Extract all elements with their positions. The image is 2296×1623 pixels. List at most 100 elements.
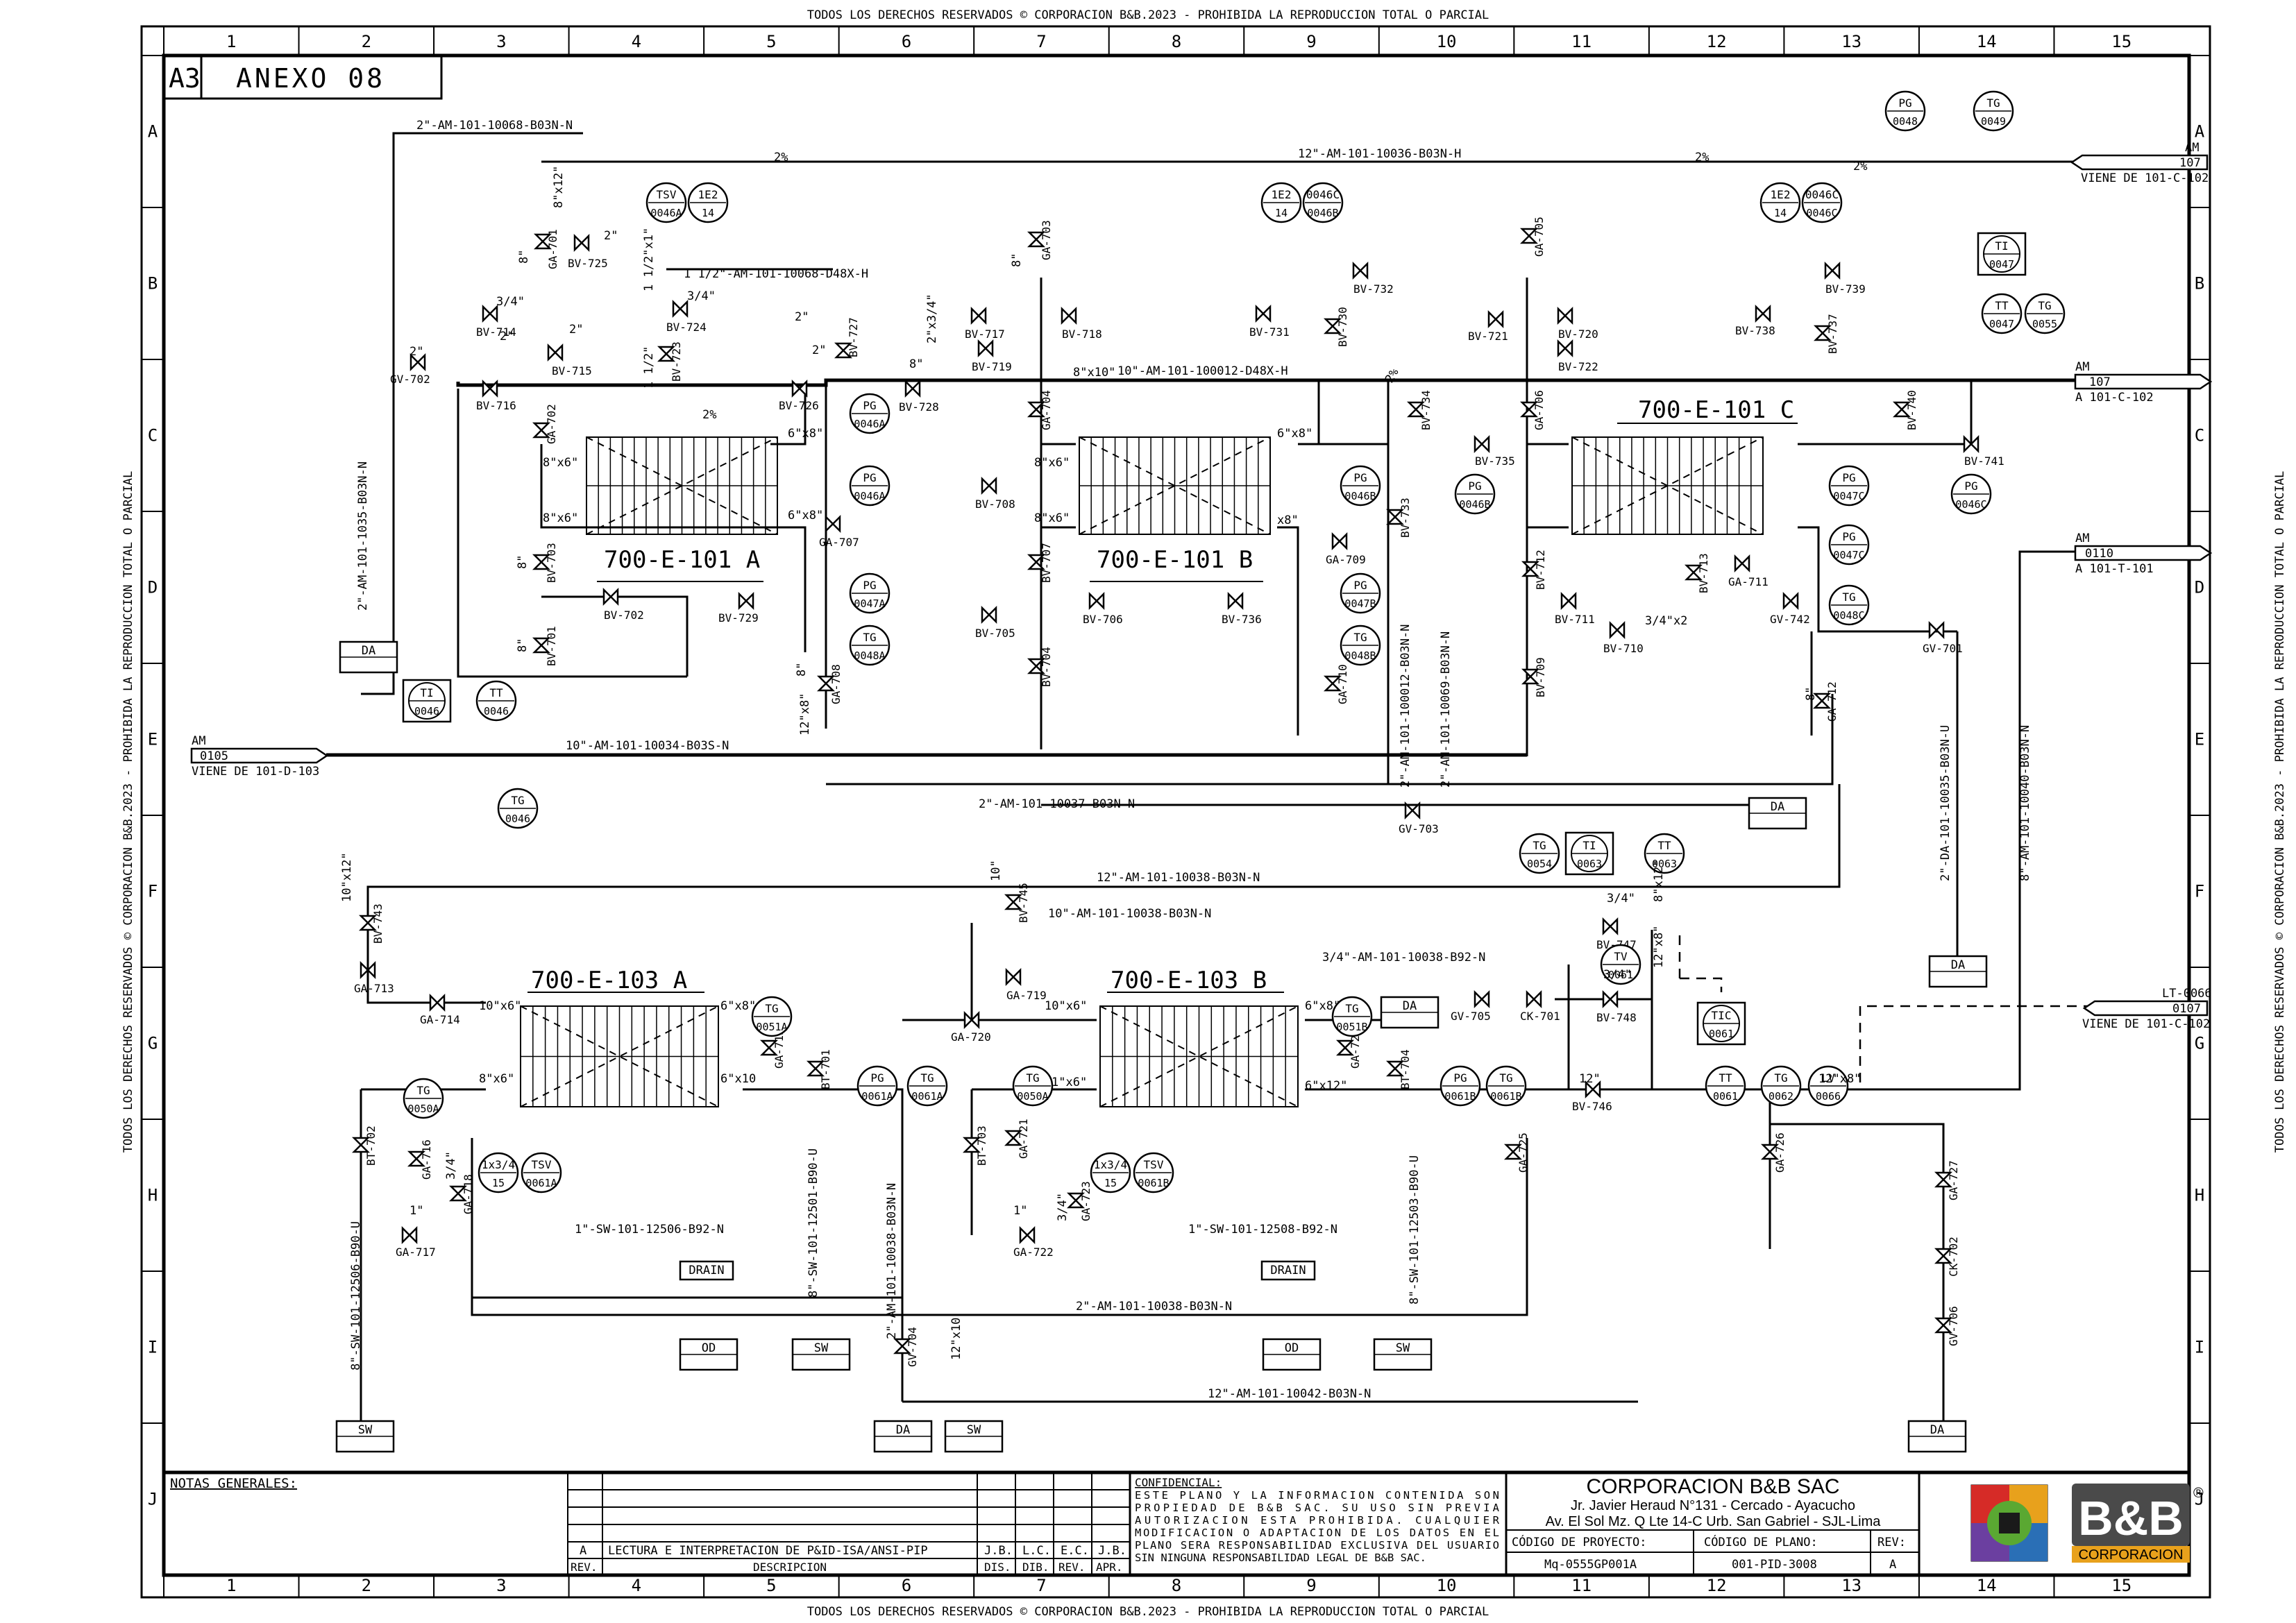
destination-box[interactable]: SW — [944, 1420, 1004, 1453]
valve[interactable]: BV-708 — [975, 476, 1015, 511]
valve[interactable]: BV-704 — [1027, 647, 1053, 687]
valve[interactable]: BV-743 — [358, 903, 385, 944]
valve[interactable]: BV-703 — [532, 543, 558, 583]
valve[interactable]: GA-725 — [1503, 1132, 1530, 1173]
offpage-am110-out[interactable]: AM 0110 A 101-T-101 — [2074, 532, 2213, 576]
destination-box[interactable]: DA — [873, 1420, 933, 1453]
valve[interactable]: GA-711 — [1728, 554, 1769, 588]
valve[interactable]: BV-736 — [1222, 591, 1262, 626]
valve[interactable]: BV-731 — [1249, 304, 1290, 339]
valve[interactable]: BV-701 — [532, 626, 558, 666]
valve[interactable]: BV-745 — [1004, 883, 1030, 923]
valve[interactable]: BV-734 — [1406, 390, 1433, 430]
valve[interactable]: GA-710 — [1323, 664, 1349, 704]
valve[interactable]: GA-705 — [1519, 216, 1546, 257]
destination-box[interactable]: DA — [1748, 797, 1807, 830]
valve[interactable]: BV-726 — [779, 379, 819, 412]
valve[interactable]: BV-706 — [1083, 591, 1123, 626]
valve[interactable]: BV-740 — [1892, 390, 1918, 430]
valve[interactable]: GA-717 — [396, 1225, 436, 1259]
destination-box[interactable]: DA — [1907, 1420, 1967, 1453]
valve[interactable]: BV-724 — [666, 299, 707, 334]
valve[interactable]: GA-716 — [407, 1139, 433, 1180]
valve[interactable]: BT-703 — [962, 1125, 988, 1166]
valve[interactable]: GV-706 — [1934, 1306, 1960, 1346]
valve[interactable]: BV-721 — [1468, 309, 1508, 343]
valve[interactable]: GA-726 — [1760, 1132, 1787, 1173]
valve[interactable]: GV-742 — [1770, 591, 1810, 626]
valve[interactable]: BV-719 — [972, 339, 1012, 373]
valve[interactable]: BV-705 — [975, 605, 1015, 640]
valve[interactable]: BV-746 — [1572, 1080, 1612, 1113]
valve[interactable]: GA-719 — [1005, 967, 1047, 1002]
valve[interactable]: BV-735 — [1474, 434, 1515, 468]
valve[interactable]: GA-724 — [1335, 1028, 1362, 1069]
valve[interactable]: BV-723 — [657, 341, 683, 382]
valve[interactable]: GA-703 — [1027, 220, 1053, 260]
valve[interactable]: BT-702 — [351, 1125, 378, 1166]
valve[interactable]: BV-733 — [1385, 498, 1412, 538]
valve[interactable]: GA-722 — [1013, 1225, 1054, 1259]
valve[interactable]: GA-715 — [759, 1028, 786, 1069]
valve[interactable]: GV-702 — [390, 352, 430, 386]
valve[interactable]: BV-717 — [965, 306, 1005, 341]
valve[interactable]: CK-701 — [1520, 989, 1560, 1023]
instrument-bubble[interactable]: 1x3/415 — [478, 1152, 519, 1193]
valve[interactable]: BV-711 — [1555, 591, 1595, 626]
instrument-bubble[interactable]: 1x3/415 — [1090, 1152, 1131, 1193]
valve[interactable]: BV-729 — [718, 591, 759, 624]
valve[interactable]: GA-714 — [420, 993, 460, 1026]
valve[interactable]: GA-709 — [1326, 532, 1366, 566]
valve[interactable]: GA-704 — [1027, 390, 1053, 430]
valve[interactable]: BV-741 — [1963, 434, 2004, 468]
valve[interactable]: GA-707 — [819, 514, 859, 549]
valve[interactable]: GA-721 — [1004, 1119, 1030, 1159]
destination-box[interactable]: OD — [679, 1338, 738, 1371]
valve[interactable]: GA-720 — [951, 1010, 991, 1044]
valve[interactable]: BV-739 — [1824, 261, 1866, 296]
valve[interactable]: BV-702 — [602, 587, 644, 622]
valve[interactable]: GA-718 — [448, 1174, 475, 1214]
valve[interactable]: BV-707 — [1027, 543, 1053, 583]
destination-box[interactable]: SW — [335, 1420, 395, 1453]
valve[interactable]: BV-713 — [1684, 553, 1710, 593]
valve[interactable]: GA-713 — [354, 960, 394, 995]
valve[interactable]: GA-701 — [533, 229, 559, 269]
destination-box[interactable]: SW — [791, 1338, 851, 1371]
valve[interactable]: BV-738 — [1735, 304, 1775, 337]
